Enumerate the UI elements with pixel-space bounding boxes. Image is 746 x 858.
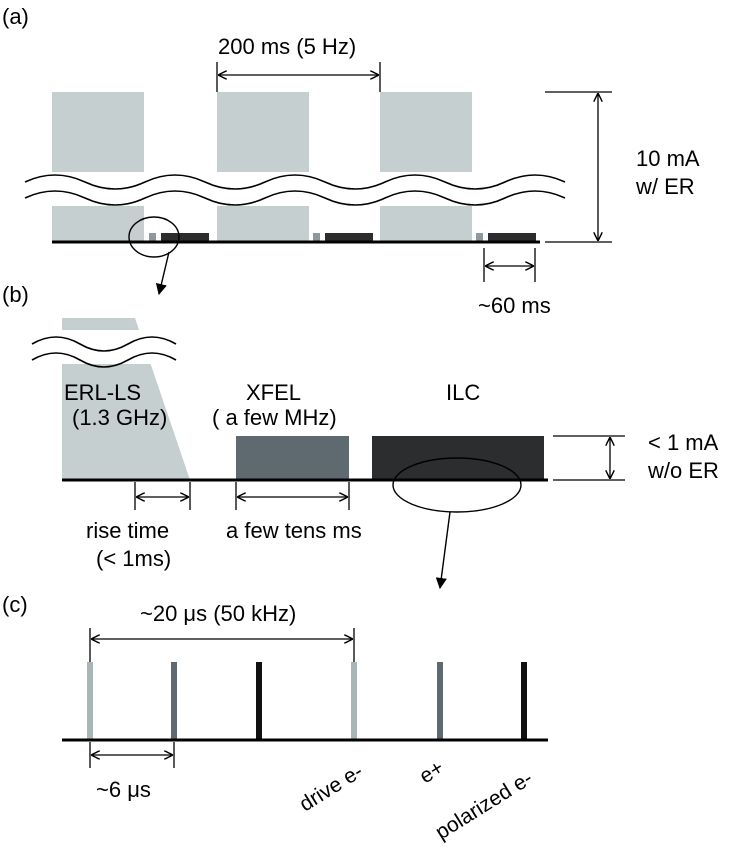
erl-ls-freq: (1.3 GHz) [72,405,167,430]
wavy-break-lower [24,190,566,206]
xfel-name: XFEL [246,380,301,405]
panel-b: (b) ERL-LS (1.3 GHz) XFEL ( a few MHz) I… [2,282,719,590]
erl-ls-name: ERL-LS [64,380,141,405]
xfel-small-pulse-3 [476,233,483,242]
bunch-drive-1 [87,662,93,740]
ilc-name: ILC [446,380,480,405]
xfel-small-pulse-2 [313,233,320,242]
ilc-small-pulse-1 [161,233,209,242]
wavy-break-upper [24,174,566,190]
wavy-break-b-upper [31,336,177,352]
ilc-small-pulse-2 [325,233,373,242]
ilc-small-pulse-3 [488,233,536,242]
xfel-pulse [236,436,349,480]
zoom-arrow-b [435,511,451,590]
panel-a-label: (a) [2,4,29,29]
light-pulse-1-top [52,92,144,187]
zoom-ellipse-a [128,216,180,258]
panel-c: (c) ~20 μs (50 kHz) ~6 μs drive e- e+ po… [2,592,548,844]
positron-label: e+ [415,756,448,788]
polarized-e-label: polarized e- [431,767,536,845]
wavy-break-b-lower [31,352,177,368]
rise-time-line1: rise time [86,518,169,543]
tens-ms-label: a few tens ms [226,518,362,543]
current-b-line2: w/o ER [647,458,719,483]
light-pulse-3-top [380,92,472,187]
duration-label: ~60 ms [478,293,551,318]
current-label-line1: 10 mA [636,146,700,171]
panel-a: (a) 200 ms (5 Hz) 10 mA w/ ER [2,4,700,318]
drive-e-label: drive e- [295,760,367,817]
current-label-line2: w/ ER [635,174,695,199]
rise-time-line2: (< 1ms) [96,546,171,571]
spacing-label: ~6 μs [96,777,151,802]
period-c-label: ~20 μs (50 kHz) [140,601,296,626]
panel-b-label: (b) [2,282,29,307]
bunch-positron-1 [171,662,177,740]
period-label: 200 ms (5 Hz) [218,34,356,59]
panel-c-label: (c) [2,592,28,617]
bunch-drive-2 [351,662,357,740]
zoom-ellipse-b [392,457,522,513]
zoom-arrow-a [155,251,170,296]
bunch-positron-2 [437,662,443,740]
xfel-small-pulse-1 [149,233,156,242]
bunch-polarized-1 [256,662,262,740]
light-pulse-2-top [217,92,309,187]
current-b-line1: < 1 mA [648,430,719,455]
bunch-polarized-2 [521,662,527,740]
xfel-freq: ( a few MHz) [212,405,337,430]
